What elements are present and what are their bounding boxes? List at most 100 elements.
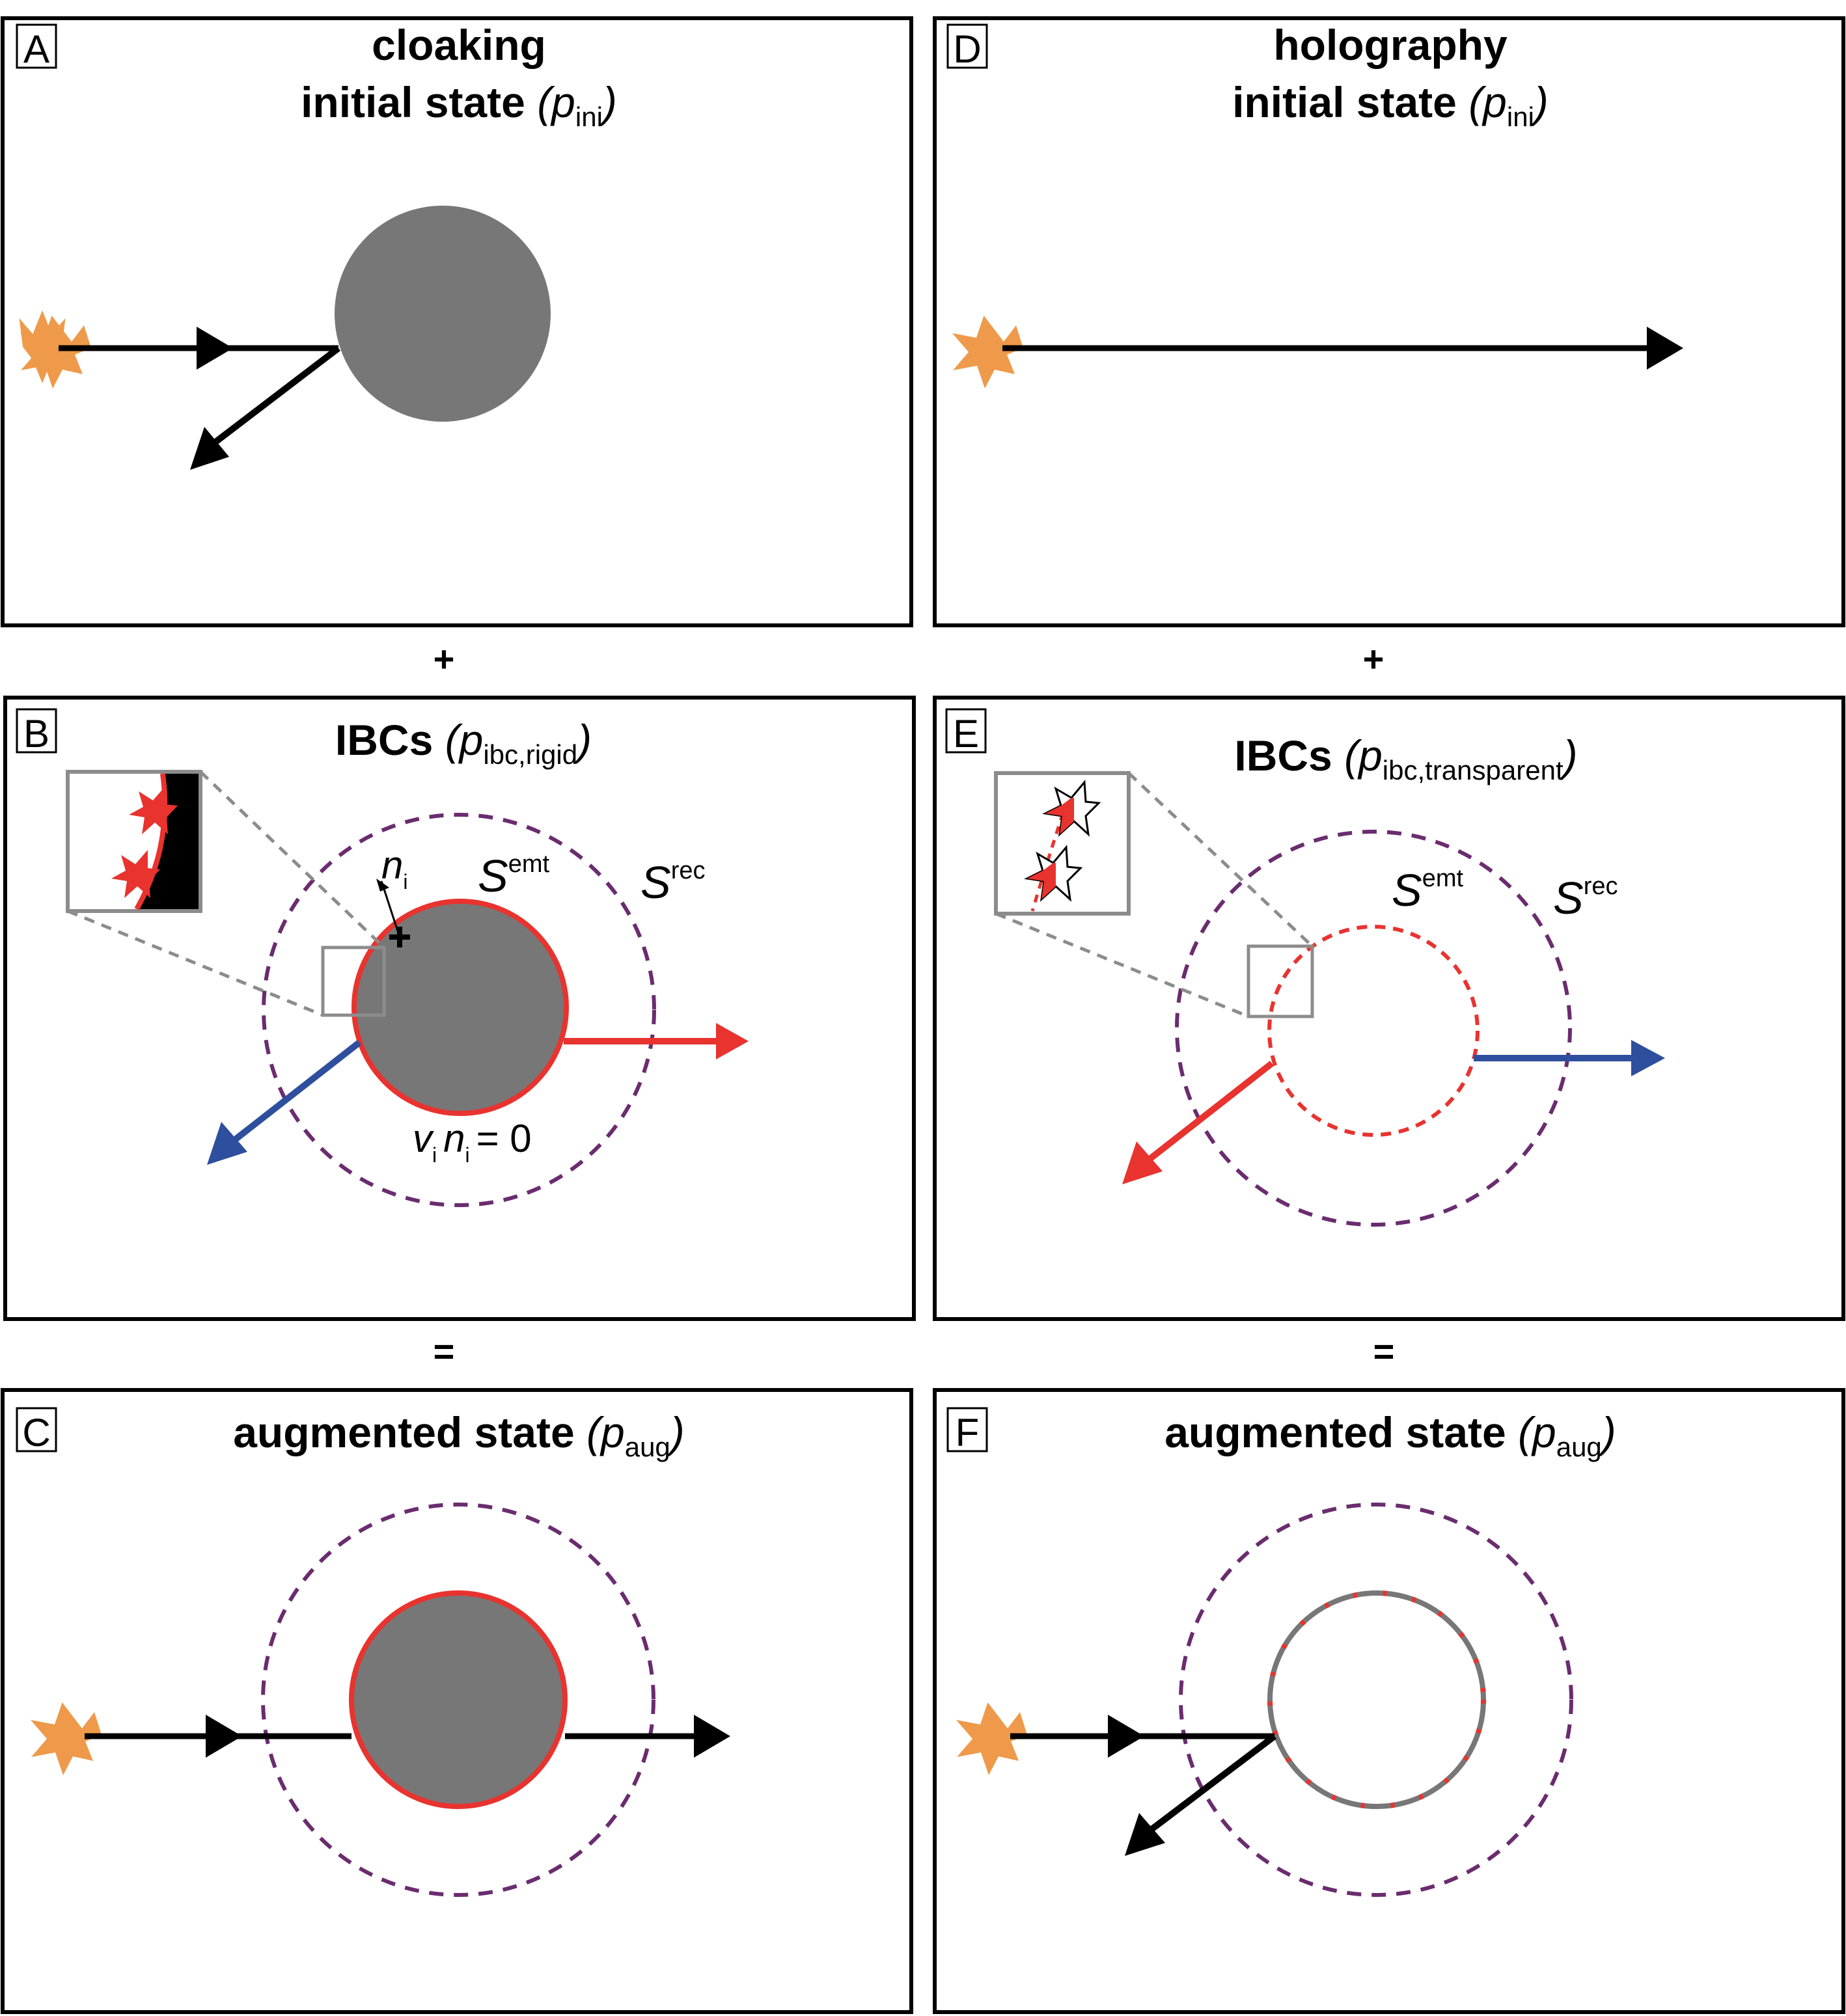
panel-b-title: IBCs (pibc,rigid) [335, 716, 592, 770]
s-rec-symbol: S [1553, 873, 1584, 923]
direct-arrowhead-icon [1647, 327, 1683, 370]
s-emt-superscript: emt [508, 851, 550, 878]
pressure-subscript: ibc,transparent [1383, 755, 1564, 785]
inset-connector-bottom [67, 909, 324, 1017]
panel-f: F augmented state (paug) [933, 1388, 1845, 2014]
panel-c: C augmented state (paug) [1, 1388, 913, 2014]
plus-operator-left: + [434, 638, 455, 679]
blue-arrowhead-icon [207, 1122, 247, 1165]
source-star-icon [952, 316, 1023, 388]
incident-arrowhead-icon [206, 1715, 242, 1758]
panel-a: A cloaking initial state (pini) [1, 16, 913, 627]
panel-c-title-main: augmented state [233, 1408, 574, 1456]
eq-normal-subscript: i [465, 1143, 469, 1167]
source-star-icon [956, 1702, 1027, 1775]
equals-operator-right: = [1373, 1331, 1395, 1372]
scattered-ray [212, 346, 341, 445]
blue-outgoing-ray [228, 1040, 362, 1145]
pressure-symbol: p [1357, 731, 1383, 780]
panel-a-letter-box [16, 23, 57, 69]
red-outgoing-ray [1143, 1061, 1274, 1165]
inset-scatterer-region [137, 774, 199, 909]
s-emt-label: Semt [478, 851, 549, 901]
panel-d-title-state: initial state [1232, 78, 1457, 126]
panel-d-frame [933, 16, 1845, 627]
evaluation-point-marker [389, 927, 410, 947]
normal-symbol: n [381, 843, 403, 887]
panel-e-frame [933, 696, 1845, 1321]
velocity-subscript: i [432, 1143, 437, 1167]
incident-arrowhead-icon [197, 327, 233, 370]
inset-source-star-icon [129, 786, 178, 834]
panel-d-letter: D [953, 27, 981, 71]
panel-c-letter-box [16, 1407, 57, 1452]
panel-c-frame [1, 1388, 913, 2014]
velocity-symbol: v [413, 1117, 434, 1160]
s-rec-label: Srec [1553, 873, 1618, 923]
source-star-icon [31, 1702, 102, 1775]
pressure-symbol: p [458, 716, 484, 764]
emitting-surface-circle-gray [1267, 1590, 1486, 1809]
receiving-surface-circle [261, 1503, 655, 1897]
inset-source-star-icon [111, 850, 160, 898]
panel-c-letter: C [22, 1411, 50, 1454]
s-rec-symbol: S [641, 857, 671, 908]
s-rec-superscript: rec [1584, 873, 1618, 900]
panel-b-frame [3, 696, 916, 1321]
pressure-subscript: ini [1507, 102, 1534, 132]
inset-connector-bottom [995, 912, 1249, 1018]
panel-f-title: augmented state (paug) [1164, 1408, 1616, 1462]
emitting-surface-disk [349, 1590, 568, 1809]
panel-d-title-line2: initial state (pini) [1232, 78, 1549, 132]
transmitted-arrowhead-icon [694, 1715, 730, 1758]
panel-d-letter-box [946, 23, 988, 69]
panel-a-title-line1: cloaking [372, 21, 546, 69]
red-arrowhead-icon [716, 1023, 749, 1059]
incident-arrowhead-icon [1108, 1715, 1144, 1758]
pressure-symbol: p [1481, 78, 1507, 126]
inset-star-icon [1042, 780, 1101, 837]
pressure-symbol: p [1531, 1408, 1556, 1456]
s-emt-symbol: S [478, 851, 508, 901]
s-rec-label: Srec [641, 857, 706, 908]
normal-label: ni [381, 843, 407, 893]
panel-e-letter-box [945, 708, 987, 754]
normal-subscript: i [403, 870, 407, 893]
s-emt-superscript: emt [1422, 865, 1464, 892]
panel-e-letter: E [953, 712, 979, 756]
emitting-surface-circle-red [1267, 1590, 1486, 1809]
scattered-arrowhead-icon [1125, 1813, 1165, 1856]
blue-arrowhead-icon [1631, 1040, 1665, 1076]
emitting-surface-circle [1267, 925, 1480, 1137]
eq-normal-symbol: n [443, 1117, 465, 1160]
panel-a-frame [1, 16, 913, 627]
panel-f-letter-box [946, 1407, 988, 1452]
panel-f-letter: F [956, 1411, 980, 1454]
inset-connector-top [1127, 772, 1314, 947]
pressure-symbol: p [599, 1408, 625, 1456]
scattered-ray [1148, 1734, 1277, 1832]
pressure-subscript: ini [575, 102, 603, 132]
panel-e: E IBCs (pibc,transparent) Semt Srec [933, 696, 1845, 1321]
panel-f-frame [933, 1388, 1845, 2014]
normal-vector [380, 880, 401, 938]
s-emt-label: Semt [1392, 865, 1463, 916]
panel-b-letter: B [23, 712, 49, 756]
emitting-surface-disk [351, 899, 569, 1116]
panel-d-title-line1: holography [1273, 21, 1508, 69]
receiving-surface-circle [262, 813, 656, 1207]
equals-operator-left: = [434, 1331, 455, 1372]
equation-rest: = 0 [476, 1117, 532, 1160]
panel-a-title-line2: initial state (pini) [301, 78, 617, 132]
receiving-surface-circle [1179, 1503, 1573, 1897]
panel-b-letter-box [16, 708, 57, 754]
panel-e-title: IBCs (pibc,transparent) [1234, 731, 1577, 785]
red-arrowhead-icon [1122, 1141, 1163, 1184]
pressure-subscript: ibc,rigid [483, 739, 577, 770]
pressure-subscript: aug [1556, 1432, 1602, 1462]
normal-arrowhead-icon [376, 879, 389, 892]
receiving-surface-circle [1175, 830, 1572, 1227]
